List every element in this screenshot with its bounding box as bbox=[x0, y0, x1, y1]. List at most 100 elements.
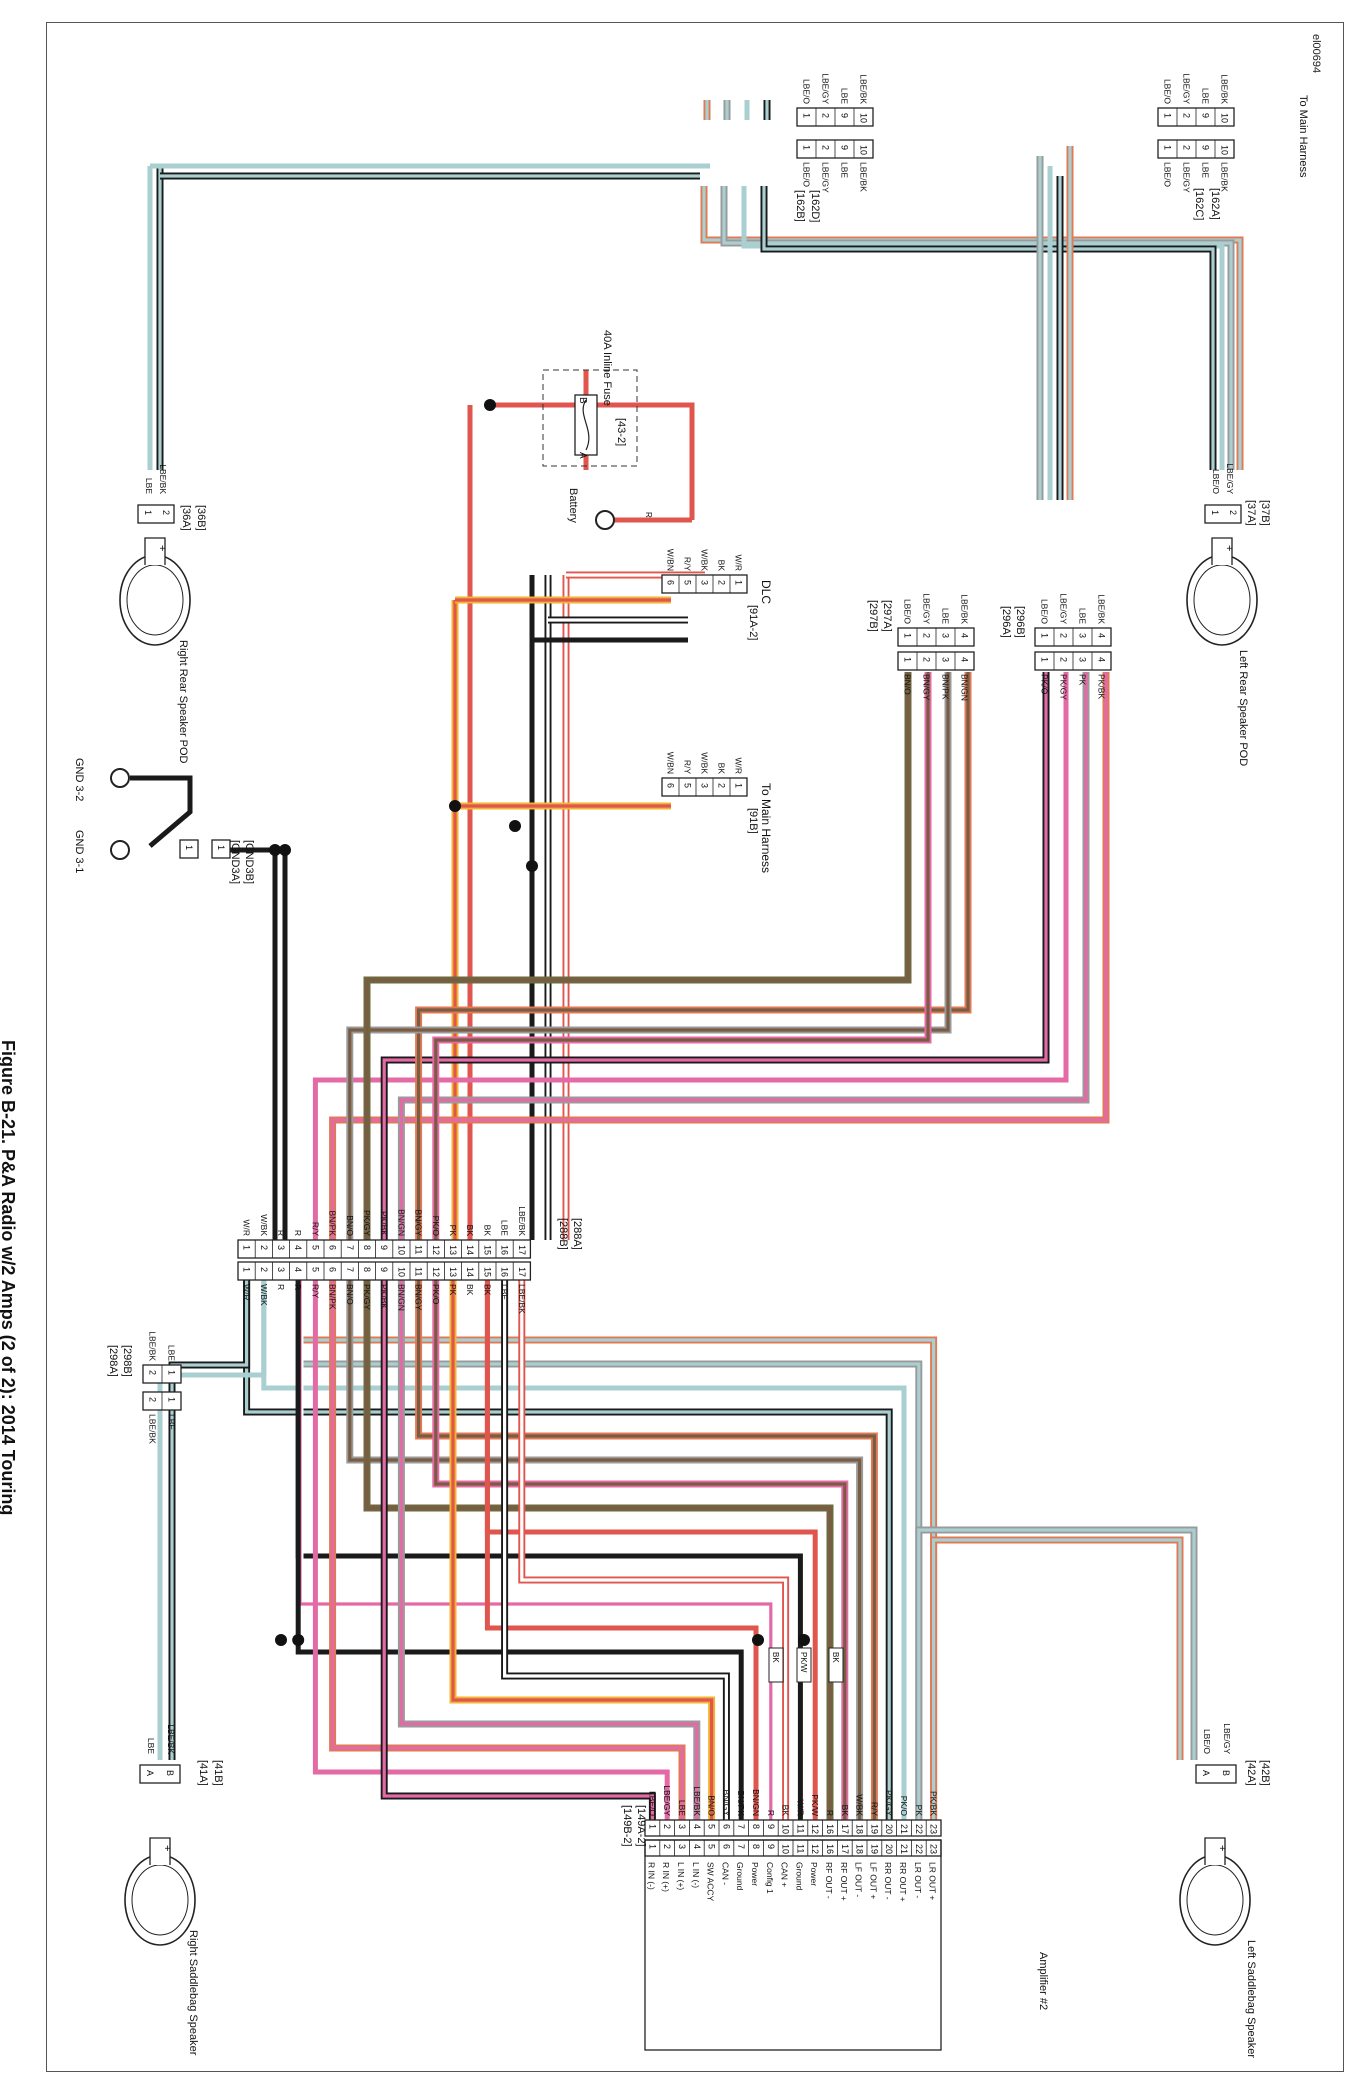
pin-wire-label: LBE bbox=[167, 1345, 177, 1361]
connector-id: [162C] bbox=[1193, 188, 1205, 220]
pin-wire-label: BN/PK bbox=[328, 1284, 338, 1310]
wire-flag-label: BK bbox=[831, 1652, 840, 1663]
wire bbox=[484, 1280, 759, 1820]
pin-number: 16 bbox=[500, 1267, 510, 1277]
speaker-label: Right Saddlebag Speaker bbox=[187, 1930, 199, 2056]
wire bbox=[130, 775, 193, 848]
amp-function-label: Config 1 bbox=[765, 1862, 775, 1894]
pin-number: 4 bbox=[692, 1824, 702, 1829]
pin-number: 3 bbox=[677, 1824, 687, 1829]
pin-wire-label: LBE/GY bbox=[1182, 162, 1192, 193]
pin-number: 3 bbox=[700, 783, 710, 788]
amplifier-label: Amplifier #2 bbox=[1037, 1952, 1049, 2010]
amp-function-label: RR OUT - bbox=[883, 1862, 893, 1900]
pin-number: 6 bbox=[328, 1245, 338, 1250]
pin-wire-label: BN/O bbox=[345, 1284, 355, 1305]
splice-dot bbox=[279, 844, 291, 856]
splice-layer bbox=[269, 399, 810, 1646]
dlc-title: DLC bbox=[759, 580, 773, 604]
pin-number: 12 bbox=[810, 1824, 820, 1834]
pin-wire-label: PK/BK bbox=[1097, 674, 1107, 699]
wire bbox=[722, 186, 1233, 470]
pin-wire-label: BN/GY bbox=[721, 1790, 731, 1817]
pin-number: 2 bbox=[1059, 633, 1069, 638]
wire bbox=[451, 1280, 714, 1820]
component-layer: 1LBE/O2LBE/GY9LBE10LBE/BK1LBE/O2LBE/GY9L… bbox=[73, 73, 1309, 2058]
pin-number: 9 bbox=[1201, 113, 1211, 118]
left-rear-pod-cone bbox=[1186, 554, 1258, 646]
pin-wire-label: LBE/BK bbox=[692, 1786, 702, 1816]
pin-wire-label: PK/GY bbox=[362, 1284, 372, 1310]
pin-number: 1 bbox=[1210, 510, 1220, 515]
pin-number: 18 bbox=[855, 1824, 865, 1834]
wire bbox=[348, 672, 950, 1240]
connector-id: [162D] bbox=[809, 190, 821, 222]
pin-number: 6 bbox=[328, 1267, 338, 1272]
wire bbox=[295, 1280, 744, 1820]
pin-number: 16 bbox=[825, 1844, 835, 1854]
amp-function-label: LF OUT - bbox=[854, 1862, 864, 1897]
speaker-label: Left Saddlebag Speaker bbox=[1245, 1940, 1257, 2058]
pin-wire-label: R bbox=[276, 1230, 286, 1236]
connector-id: [149B-2] bbox=[621, 1805, 633, 1847]
amp-function-label: LF OUT + bbox=[868, 1862, 878, 1899]
wire bbox=[399, 1280, 699, 1820]
wire bbox=[346, 672, 952, 1240]
pin-number: 11 bbox=[795, 1824, 805, 1833]
wire bbox=[760, 186, 1217, 470]
pin-wire-label: BN/O bbox=[903, 674, 913, 695]
pin-number: 2 bbox=[821, 145, 831, 150]
wire bbox=[399, 672, 1088, 1240]
ground-label: GND 3-2 bbox=[73, 758, 85, 801]
connector-id: [288A] bbox=[571, 1218, 583, 1250]
amp-function-label: RF OUT - bbox=[824, 1862, 834, 1899]
connector-id: [41A] bbox=[197, 1760, 209, 1786]
pin-number: 13 bbox=[448, 1267, 458, 1277]
pin-number: 5 bbox=[683, 783, 693, 788]
connector-id: [42A] bbox=[1245, 1760, 1257, 1786]
pin-wire-label: LBE/GY bbox=[821, 162, 831, 193]
pin-number: 1 bbox=[242, 1267, 252, 1272]
connector-body bbox=[1195, 1764, 1237, 1784]
pin-wire-label: PK/GY bbox=[884, 1790, 894, 1816]
pin-wire-label: LBE bbox=[500, 1284, 510, 1300]
wire bbox=[348, 1280, 862, 1820]
fuse-label: 40A Inline Fuse bbox=[601, 330, 613, 406]
right-saddlebag-speaker-magnet bbox=[149, 1837, 171, 1865]
pin-wire-label: PK bbox=[448, 1225, 458, 1237]
connector-id: [297B] bbox=[867, 600, 879, 632]
connector-id: [149A-2] bbox=[635, 1805, 647, 1847]
wire bbox=[417, 672, 970, 1240]
pin-wire-label: LBE/BK bbox=[517, 1206, 527, 1236]
splice-dot bbox=[509, 820, 521, 832]
pin-wire-label: BK bbox=[717, 763, 727, 775]
pin-number: 7 bbox=[736, 1824, 746, 1829]
pin-wire-label: BK bbox=[482, 1284, 492, 1296]
pin-number: 1 bbox=[242, 1245, 252, 1250]
pin-wire-label: LBE/BK bbox=[158, 464, 168, 494]
wire bbox=[520, 1280, 788, 1820]
wire bbox=[915, 1526, 1198, 1820]
pin-number: 10 bbox=[1220, 145, 1230, 155]
pin-number: 7 bbox=[736, 1844, 746, 1849]
pin-number: 1 bbox=[647, 1824, 657, 1829]
pin-number: 1 bbox=[184, 845, 194, 850]
pin-wire-label: LBE/BK bbox=[960, 594, 970, 624]
pin-number: 4 bbox=[1097, 633, 1107, 638]
wire bbox=[434, 672, 930, 1240]
pin-wire-label: W/BK bbox=[855, 1794, 865, 1816]
amp-function-label: Ground bbox=[735, 1862, 745, 1891]
pin-number: 1 bbox=[1040, 633, 1050, 638]
pin-number: 9 bbox=[379, 1267, 389, 1272]
battery-label: Battery bbox=[567, 488, 579, 523]
pin-number: 9 bbox=[766, 1824, 776, 1829]
pin-number: 6 bbox=[666, 580, 676, 585]
pin-number: 1 bbox=[734, 783, 744, 788]
ground-terminal bbox=[110, 768, 130, 788]
pin-number: 3 bbox=[941, 657, 951, 662]
pin-wire-label: BN/PK bbox=[328, 1210, 338, 1236]
pin-wire-label: PK bbox=[448, 1284, 458, 1296]
pin-number: 2 bbox=[161, 510, 171, 515]
pin-wire-label: W/BN bbox=[666, 752, 676, 774]
